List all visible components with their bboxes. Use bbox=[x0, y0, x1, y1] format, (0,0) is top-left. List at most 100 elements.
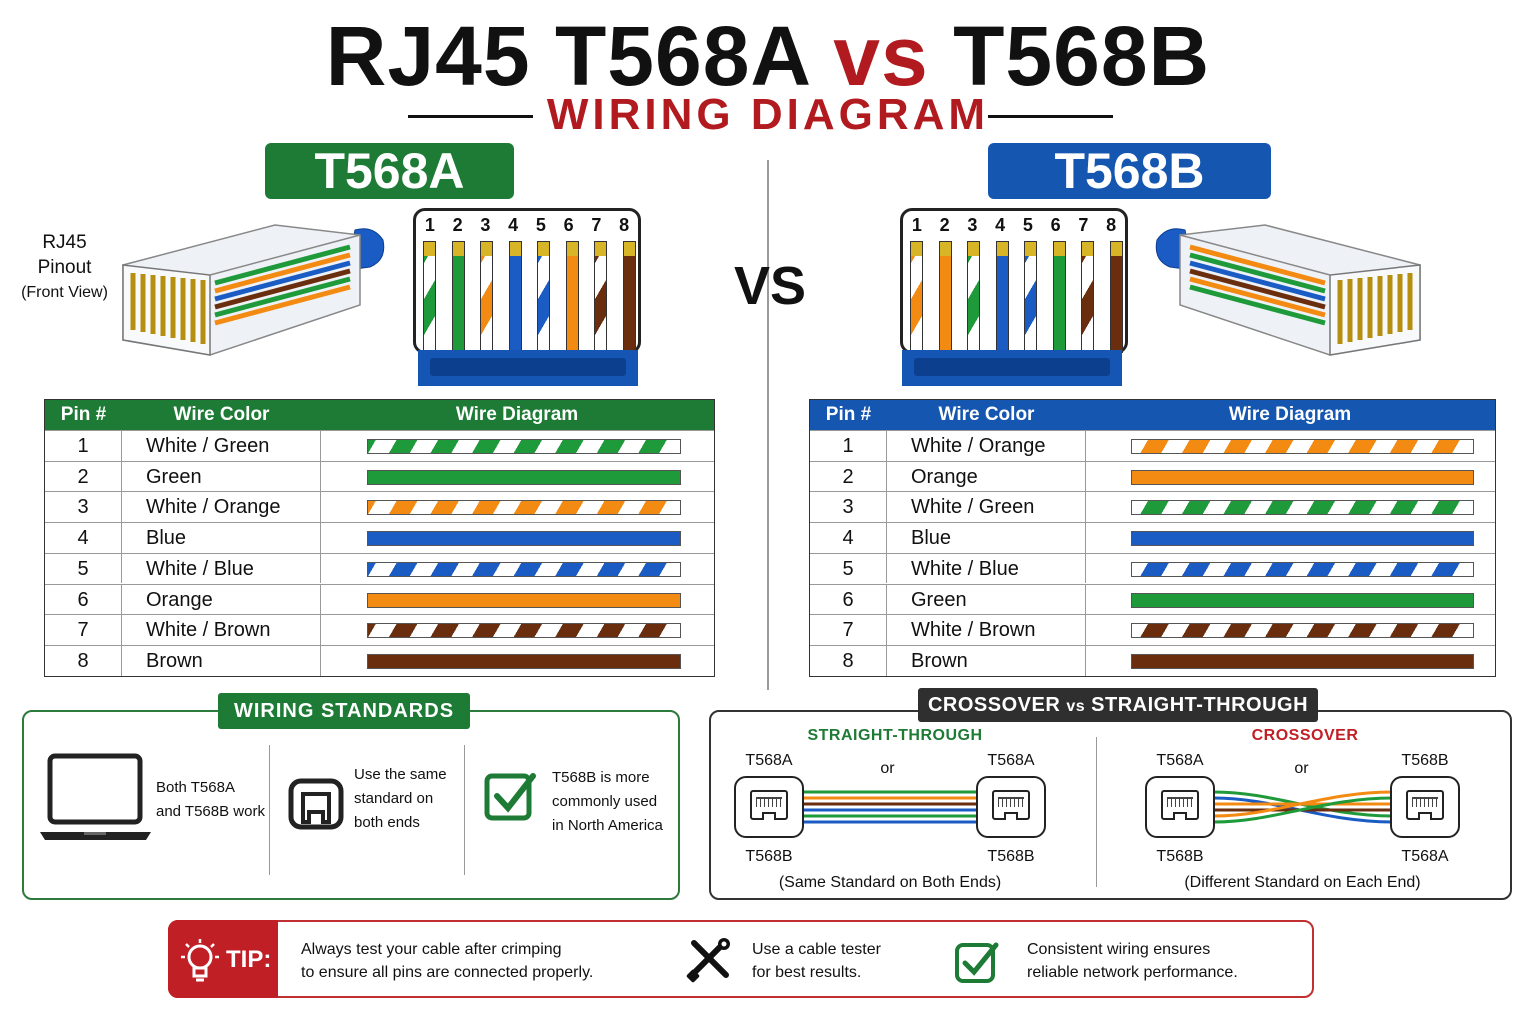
pin-wire bbox=[995, 241, 1009, 353]
wire-color-cell: White / Orange bbox=[122, 492, 321, 523]
t568b-table-header: Pin # Wire Color Wire Diagram bbox=[810, 400, 1495, 430]
pin-contact bbox=[911, 242, 923, 256]
pin-wire bbox=[423, 241, 437, 353]
standard-item-1-text: Both T568A and T568B work bbox=[156, 779, 265, 820]
header-wire-color: Wire Color bbox=[173, 404, 270, 425]
wire-diagram-bar bbox=[367, 653, 681, 669]
pin-number: 2 bbox=[452, 215, 463, 235]
rj45-connector-a-illustration bbox=[122, 224, 385, 356]
pin-wire bbox=[938, 241, 952, 353]
wire-diagram-bar bbox=[367, 500, 681, 516]
pin-number: 4 bbox=[508, 215, 519, 235]
pin-number: 8 bbox=[1106, 215, 1117, 235]
pin-number: 7 bbox=[591, 215, 602, 235]
tip-label: TIP: bbox=[226, 946, 272, 973]
pin-contact bbox=[538, 242, 550, 256]
wire-color-cell: White / Blue bbox=[122, 553, 321, 584]
pin-number: 8 bbox=[619, 215, 630, 235]
wire-color-cell: Blue bbox=[122, 523, 321, 553]
pin-wire bbox=[1109, 241, 1123, 353]
tip-bar bbox=[168, 920, 1314, 998]
subtitle-rule-right bbox=[988, 115, 1113, 118]
t568a-table-header: Pin # Wire Color Wire Diagram bbox=[45, 400, 714, 430]
straight-through-wires bbox=[803, 790, 978, 824]
wire-color-cell: Blue bbox=[887, 523, 1086, 553]
t568a-pin-view-base bbox=[418, 350, 638, 386]
pin-contact bbox=[481, 242, 493, 256]
pin-wire bbox=[622, 241, 636, 353]
straight-through-title: STRAIGHT-THROUGH bbox=[807, 727, 983, 744]
wire-color-cell: Brown bbox=[122, 645, 321, 676]
pin-contact bbox=[1082, 242, 1094, 256]
straight-left-top-label: T568A bbox=[745, 752, 793, 769]
wire-color-cell: Orange bbox=[887, 461, 1086, 492]
page-title: RJ45 T568A vs T568B bbox=[325, 9, 1211, 103]
pin-number: 3 bbox=[480, 215, 491, 235]
rj45-pinout-label: RJ45 Pinout (Front View) bbox=[21, 232, 108, 301]
jack-icon bbox=[734, 776, 804, 838]
wire-diagram-bar bbox=[1131, 561, 1474, 577]
pin-wire bbox=[480, 241, 494, 353]
tip-item-2-text: Use a cable tester for best results. bbox=[752, 941, 881, 981]
jack-icon bbox=[976, 776, 1046, 838]
wiring-standards-heading: WIRING STANDARDS bbox=[218, 693, 470, 729]
header-wire-color: Wire Color bbox=[938, 404, 1035, 425]
wire-diagram-bar bbox=[1131, 531, 1474, 547]
jack-icon bbox=[1390, 776, 1460, 838]
pin-number-cell: 1 bbox=[45, 431, 122, 461]
header-pin: Pin # bbox=[60, 404, 107, 425]
wire-diagram-bar bbox=[367, 623, 681, 639]
header-wire-diagram: Wire Diagram bbox=[1228, 404, 1352, 425]
rj45-connector-b-illustration bbox=[1155, 224, 1421, 356]
straight-caption: (Same Standard on Both Ends) bbox=[778, 874, 1002, 891]
pin-number-cell: 3 bbox=[810, 492, 887, 523]
wire-color-cell: Green bbox=[122, 461, 321, 492]
subtitle-rule-left bbox=[408, 115, 533, 118]
crossover-heading: CROSSOVER vs STRAIGHT-THROUGH bbox=[918, 688, 1318, 722]
pin-wire bbox=[537, 241, 551, 353]
header-pin: Pin # bbox=[825, 404, 872, 425]
jack-icon bbox=[1145, 776, 1215, 838]
crossover-separator bbox=[1096, 737, 1097, 887]
pin-contact bbox=[424, 242, 436, 256]
wire-color-cell: Brown bbox=[887, 645, 1086, 676]
pin-number: 7 bbox=[1078, 215, 1089, 235]
pin-number: 6 bbox=[1050, 215, 1061, 235]
t568a-badge: T568A bbox=[265, 143, 514, 199]
straight-or-label: or bbox=[880, 760, 895, 777]
pin-wire bbox=[508, 241, 522, 353]
wire-color-cell: White / Green bbox=[122, 431, 321, 461]
pin-contact bbox=[968, 242, 980, 256]
pin-number-cell: 8 bbox=[810, 645, 887, 676]
page-subtitle: WIRING DIAGRAM bbox=[546, 90, 990, 139]
pin-wire bbox=[1081, 241, 1095, 353]
wire-diagram-bar bbox=[1131, 592, 1474, 608]
pin-contact bbox=[452, 242, 464, 256]
crossover-wires bbox=[1214, 790, 1392, 824]
center-divider bbox=[767, 160, 769, 690]
header-wire-diagram: Wire Diagram bbox=[455, 404, 579, 425]
standards-separator bbox=[269, 745, 270, 875]
pin-contact bbox=[1053, 242, 1065, 256]
wire-color-cell: White / Green bbox=[887, 492, 1086, 523]
wire-diagram-bar bbox=[1131, 623, 1474, 639]
t568b-badge: T568B bbox=[988, 143, 1271, 199]
pin-contact bbox=[509, 242, 521, 256]
pin-number-cell: 5 bbox=[45, 553, 122, 584]
lightbulb-icon bbox=[181, 939, 219, 982]
wire-diagram-bar bbox=[1131, 500, 1474, 516]
checkmark-icon bbox=[484, 773, 536, 821]
